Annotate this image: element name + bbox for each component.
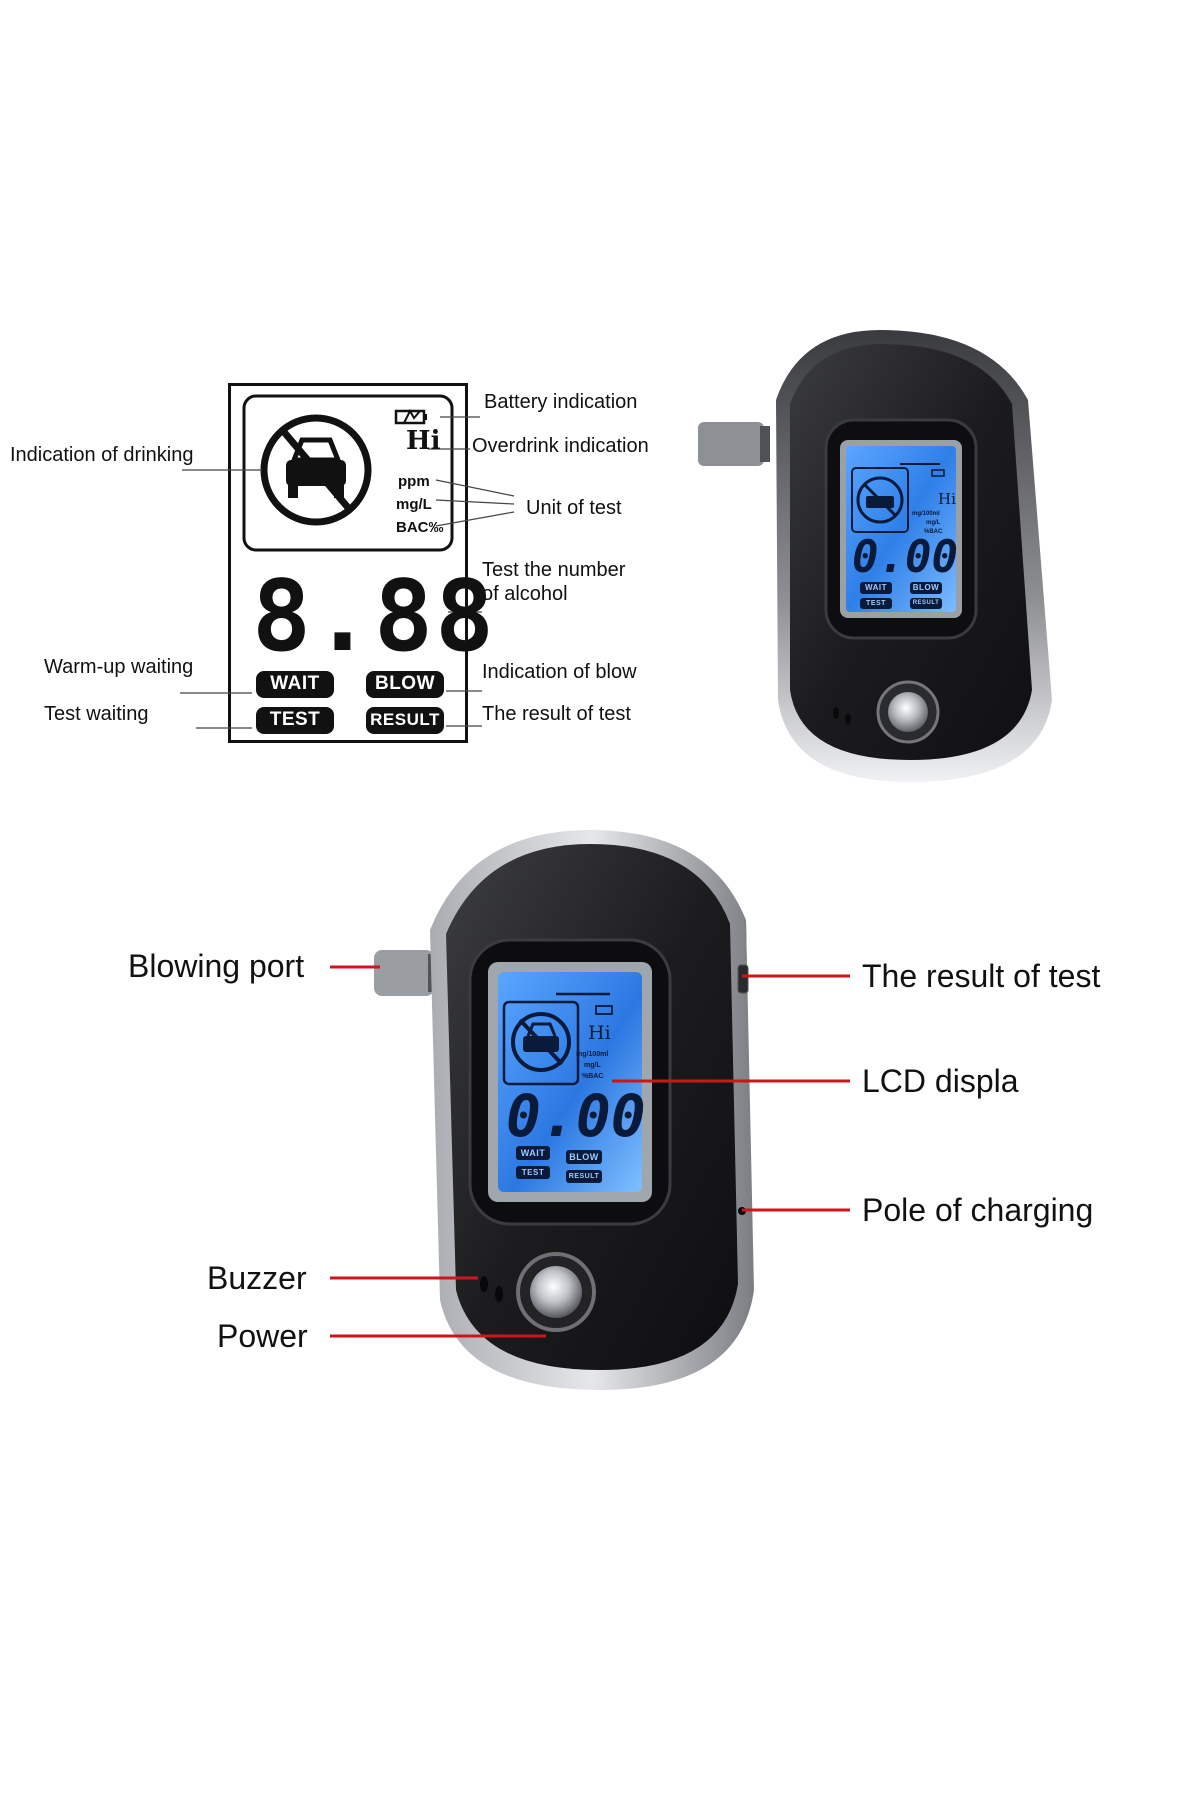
small-buzzer-hole [833, 707, 839, 719]
label-pole-of-charging: Pole of charging [862, 1192, 1094, 1228]
side-result-button [737, 964, 749, 994]
label-overdrink-indication: Overdrink indication [472, 435, 649, 457]
lcd-diagram-graphics [180, 394, 515, 729]
large-lcd-unit-mg100ml: mg/100ml [576, 1051, 609, 1058]
label-test-number-line1: Test the number [482, 559, 626, 581]
small-lcd-wait: WAIT [860, 582, 892, 594]
label-test-waiting: Test waiting [44, 703, 149, 725]
small-lcd-unit-mg100ml: mg/100ml [912, 511, 940, 517]
lcd-seven-segment-digits: 8.88 [252, 560, 497, 674]
large-lcd-unit-bac: %BAC [582, 1073, 604, 1080]
device-callout-lines [330, 965, 850, 1338]
small-lcd-panel [846, 446, 956, 612]
label-buzzer: Buzzer [207, 1260, 307, 1296]
label-result-of-test-diagram: The result of test [482, 703, 631, 725]
label-result-of-test: The result of test [862, 958, 1101, 994]
label-indication-of-drinking: Indication of drinking [10, 444, 194, 466]
label-indication-of-blow: Indication of blow [482, 661, 637, 683]
lcd-hi-text: Hi [406, 426, 441, 456]
lcd-test-badge: TEST [256, 707, 334, 734]
large-battery-icon [595, 1005, 613, 1015]
small-lcd-hi: Hi [938, 490, 956, 508]
large-lcd-wait: WAIT [516, 1146, 550, 1160]
lcd-unit-ppm: ppm [398, 473, 430, 490]
large-lcd-hi: Hi [588, 1022, 611, 1044]
label-lcd-display: LCD displa [862, 1063, 1019, 1099]
large-lcd-test: TEST [516, 1166, 550, 1179]
label-test-number-line2: of alcohol [482, 583, 568, 605]
small-lcd-digits: 0.00 [852, 532, 958, 583]
diagram-callout-lines [180, 416, 515, 729]
large-lcd-digits: 0.00 [506, 1082, 646, 1150]
lcd-blow-badge: BLOW [366, 671, 444, 698]
large-blow-port [374, 950, 434, 996]
small-lcd-blow: BLOW [910, 582, 942, 594]
large-no-drink-icon [511, 1012, 571, 1072]
label-unit-of-test: Unit of test [526, 497, 622, 519]
large-lcd-blow: BLOW [566, 1150, 602, 1164]
small-battery-icon [931, 469, 945, 477]
lcd-icon-panel [242, 394, 454, 552]
lcd-result-badge: RESULT [366, 707, 444, 734]
label-power: Power [217, 1318, 308, 1354]
large-lcd-panel [498, 972, 642, 1192]
small-lcd-result: RESULT [910, 598, 942, 609]
label-battery-indication: Battery indication [484, 391, 638, 413]
lcd-wait-badge: WAIT [256, 671, 334, 698]
large-lcd-result: RESULT [566, 1170, 602, 1183]
battery-icon [394, 408, 427, 425]
lcd-unit-mgl: mg/L [396, 496, 432, 513]
large-buzzer-hole [480, 1276, 488, 1292]
label-blowing-port: Blowing port [128, 948, 305, 984]
small-blow-port [698, 422, 764, 466]
lcd-unit-bac: BAC‰ [396, 519, 444, 536]
large-lcd-unit-mgl: mg/L [584, 1062, 601, 1069]
small-lcd-test: TEST [860, 598, 892, 609]
small-no-drink-icon [856, 476, 904, 524]
small-lcd-unit-mgl: mg/L [926, 520, 941, 526]
no-drink-driving-icon [260, 414, 372, 526]
label-warm-up-waiting: Warm-up waiting [44, 656, 194, 678]
small-lcd-unit-bac: %BAC [924, 529, 943, 535]
